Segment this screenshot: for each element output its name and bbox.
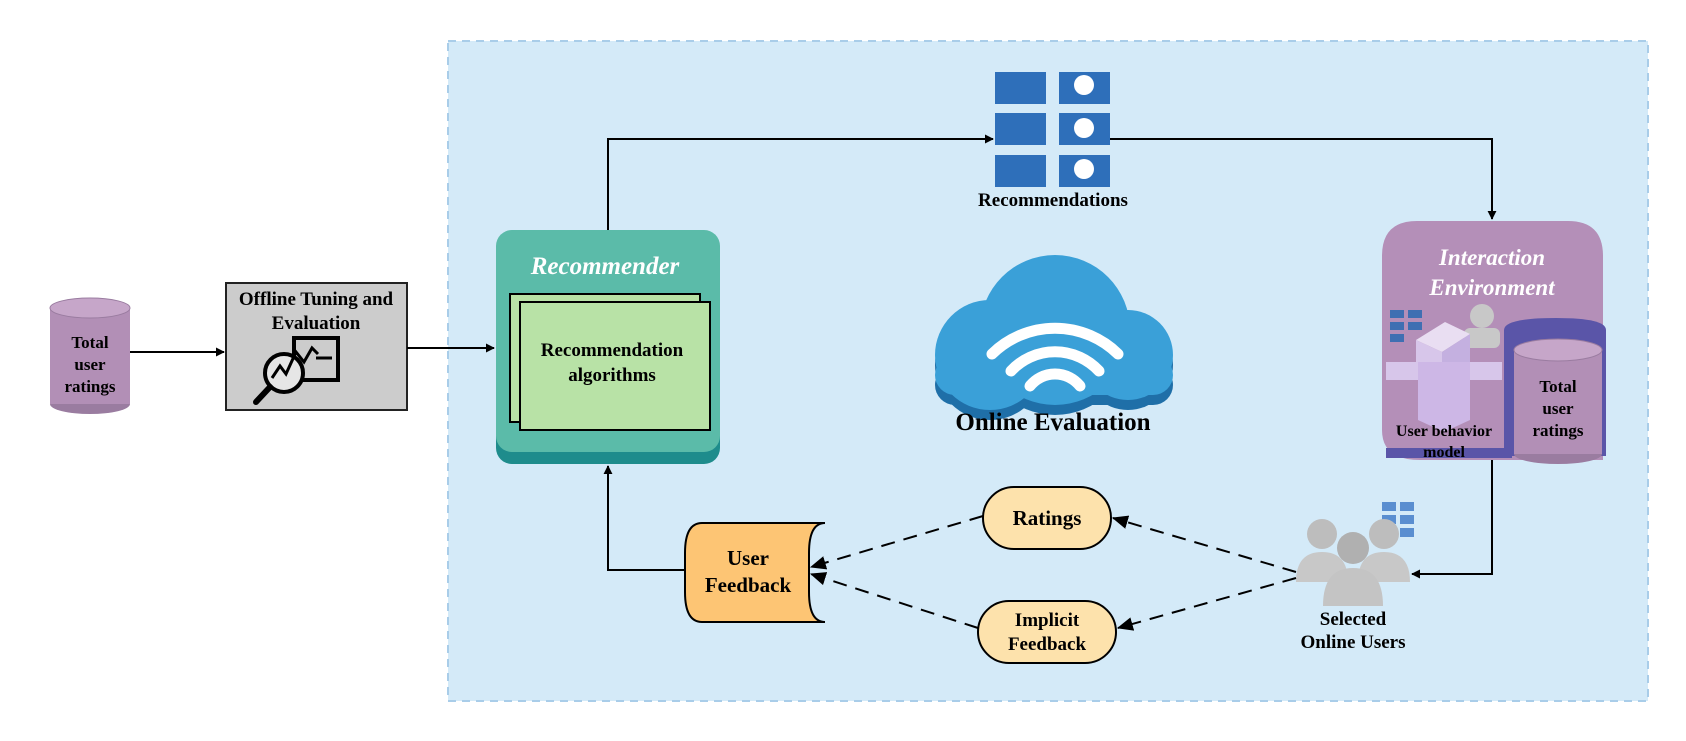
behavior-line1: User behavior	[1396, 423, 1492, 440]
cloud-wifi-icon	[935, 255, 1173, 420]
users-group-icon	[1296, 502, 1414, 606]
env-title-line1: Interaction	[1438, 245, 1545, 270]
interaction-environment: Interaction Environment User behavior mo…	[1382, 221, 1606, 464]
env-ratings-line3: ratings	[1533, 421, 1584, 440]
offline-title-line1: Offline Tuning and	[239, 289, 394, 310]
ratings-label: Ratings	[1013, 506, 1082, 530]
offline-title-line2: Evaluation	[272, 313, 361, 334]
recommender-title: Recommender	[530, 253, 680, 280]
connectors	[130, 134, 1497, 631]
edge-implicit-to-userfeedback	[809, 572, 979, 629]
edge-users-to-implicit	[1116, 577, 1297, 631]
chart-magnifier-icon	[253, 336, 340, 405]
total-ratings-database-left: Total user ratings	[49, 297, 131, 414]
edge-recommender-to-recommendations	[607, 134, 994, 230]
edge-environment-to-users	[1411, 460, 1493, 579]
edge-ratings-to-userfeedback	[809, 515, 984, 570]
implicit-line1: Implicit	[1015, 610, 1080, 631]
online-evaluation-label: Online Evaluation	[955, 409, 1150, 436]
selected-users-line2: Online Users	[1300, 632, 1405, 653]
user-feedback-line1: User	[727, 546, 769, 570]
algo-line2: algorithms	[568, 365, 656, 386]
total-ratings-left-line2: user	[74, 355, 106, 374]
behavior-line2: model	[1423, 444, 1465, 461]
recommendations-label: Recommendations	[978, 190, 1128, 211]
ratings-node: Ratings	[982, 486, 1112, 550]
edge-users-to-ratings	[1111, 515, 1297, 573]
selected-users-line1: Selected	[1320, 609, 1387, 630]
user-feedback-node: User Feedback	[684, 522, 826, 623]
edge-userfeedback-to-recommender	[603, 465, 685, 571]
edge-recommendations-to-environment	[1110, 138, 1497, 220]
implicit-feedback-node: Implicit Feedback	[977, 600, 1117, 664]
env-ratings-line2: user	[1542, 399, 1574, 418]
implicit-line2: Feedback	[1008, 634, 1087, 655]
recommendation-list-icon	[995, 72, 1110, 187]
algo-line1: Recommendation	[541, 340, 684, 361]
offline-tuning-box: Offline Tuning and Evaluation	[225, 282, 408, 411]
recommender-block: Recommender Recommendation algorithms	[496, 230, 720, 464]
env-ratings-line1: Total	[1539, 377, 1576, 396]
total-ratings-left-line1: Total	[71, 333, 108, 352]
env-title-line2: Environment	[1428, 275, 1555, 300]
total-ratings-left-line3: ratings	[65, 377, 116, 396]
user-feedback-line2: Feedback	[705, 573, 792, 597]
